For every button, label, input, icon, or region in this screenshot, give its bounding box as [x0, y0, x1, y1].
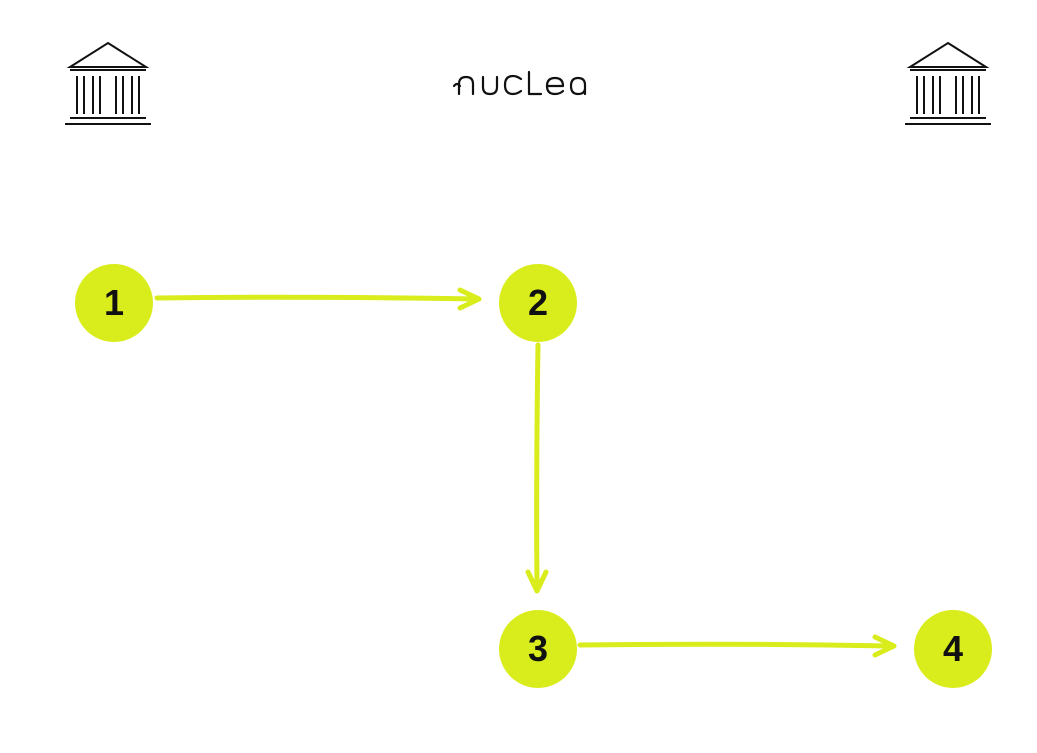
arrow-3-to-4	[577, 634, 897, 658]
step-node-3: 3	[499, 610, 577, 688]
step-label: 4	[942, 628, 964, 669]
arrow-1-to-2	[154, 287, 482, 311]
step-label: 2	[527, 282, 549, 323]
arrow-2-to-3	[525, 342, 549, 594]
bank-building-icon	[904, 40, 992, 130]
bank-building-icon	[64, 40, 152, 130]
brand-logo: nuclea	[440, 68, 610, 108]
step-node-1: 1	[75, 264, 153, 342]
step-label: 1	[103, 282, 125, 323]
step-label: 3	[527, 628, 549, 669]
step-node-4: 4	[914, 610, 992, 688]
step-node-2: 2	[499, 264, 577, 342]
